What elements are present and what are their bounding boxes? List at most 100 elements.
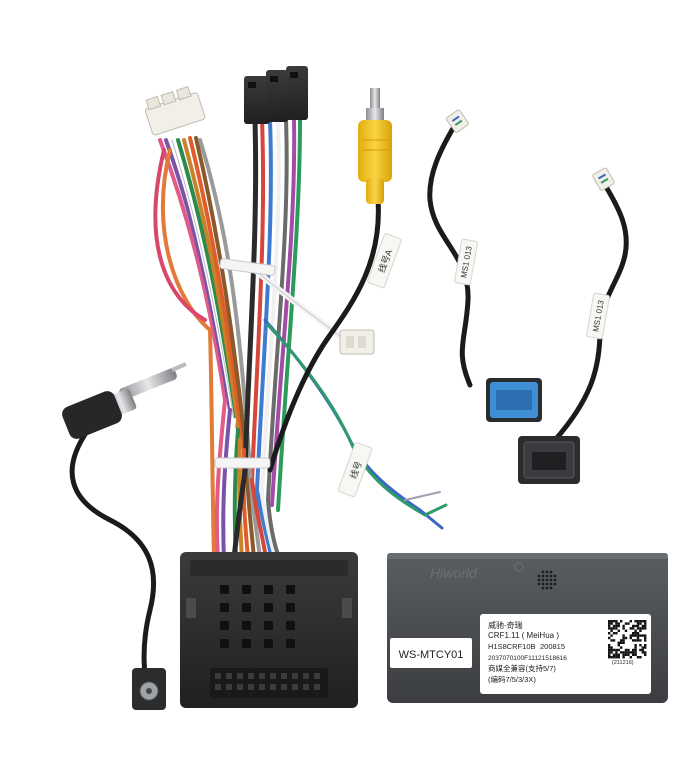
qr-module bbox=[624, 651, 628, 654]
qr-module bbox=[627, 651, 630, 654]
connector-pin bbox=[248, 684, 254, 690]
qr-module bbox=[639, 634, 642, 637]
brand-logo: Hiworld bbox=[430, 565, 478, 581]
qr-module bbox=[634, 620, 637, 623]
connector-pin bbox=[215, 673, 221, 679]
qr-module bbox=[622, 653, 625, 656]
connector-pin bbox=[220, 603, 229, 612]
qr-module bbox=[608, 646, 611, 649]
connector-pin bbox=[220, 621, 229, 630]
qr-module bbox=[636, 656, 640, 659]
sticker-line2: CRF1.11 ( MeiHua ) bbox=[488, 631, 559, 640]
qr-module bbox=[644, 622, 647, 625]
grille-hole bbox=[541, 582, 545, 586]
quadlock-pin-grid bbox=[220, 585, 295, 648]
grille-hole bbox=[541, 578, 545, 582]
qr-module bbox=[632, 648, 635, 652]
qr-module bbox=[622, 639, 625, 642]
qr-module bbox=[639, 627, 642, 630]
qr-module bbox=[636, 624, 640, 628]
qr-module bbox=[627, 622, 630, 625]
qr-module bbox=[617, 644, 620, 647]
model-label-text: WS-MTCY01 bbox=[399, 649, 464, 661]
qr-module bbox=[620, 646, 623, 649]
qr-module bbox=[617, 653, 620, 656]
qr-module bbox=[610, 648, 613, 652]
sticker-line7: (编码7/5/3/3X) bbox=[488, 674, 536, 684]
qr-module bbox=[624, 622, 628, 625]
qr-module bbox=[610, 634, 613, 637]
qr-module bbox=[627, 648, 630, 652]
qr-module bbox=[608, 651, 611, 654]
model-label: WS-MTCY01 bbox=[390, 638, 472, 668]
qr-module bbox=[615, 624, 618, 628]
qr-module bbox=[610, 639, 613, 642]
sticker-line4: 200815 bbox=[540, 642, 565, 651]
wire-harness bbox=[153, 117, 448, 563]
qr-module bbox=[634, 632, 637, 635]
qr-module bbox=[632, 624, 635, 628]
grille-hole bbox=[553, 582, 557, 586]
qr-module bbox=[622, 641, 625, 644]
qr-module bbox=[632, 651, 635, 654]
connector-pin bbox=[226, 684, 232, 690]
connector-pin bbox=[237, 673, 243, 679]
qr-module bbox=[641, 651, 644, 654]
qr-module bbox=[615, 653, 618, 656]
connector-pin bbox=[286, 603, 295, 612]
speaker-grille bbox=[537, 570, 557, 590]
qr-module bbox=[629, 634, 632, 637]
qr-module bbox=[644, 627, 647, 630]
grille-hole bbox=[545, 586, 549, 590]
grille-hole bbox=[545, 574, 549, 578]
grille-hole bbox=[553, 574, 557, 578]
qr-module bbox=[622, 624, 625, 628]
qr-module bbox=[644, 646, 647, 649]
rca-video-connector bbox=[358, 88, 392, 204]
qr-module bbox=[608, 620, 611, 623]
qr-module bbox=[639, 620, 642, 623]
qr-module bbox=[620, 620, 623, 623]
connector-pin bbox=[264, 621, 273, 630]
qr-module bbox=[617, 624, 620, 628]
connector-pin bbox=[286, 621, 295, 630]
qr-module bbox=[608, 627, 611, 630]
connector-pin bbox=[281, 684, 287, 690]
qr-module bbox=[627, 653, 630, 656]
connector-pin bbox=[314, 673, 320, 679]
qr-module bbox=[610, 646, 613, 649]
grille-hole bbox=[541, 570, 545, 574]
qr-module bbox=[641, 627, 644, 630]
qr-module bbox=[636, 639, 640, 642]
qr-module bbox=[641, 624, 644, 628]
cable-tie bbox=[219, 258, 276, 276]
qr-module bbox=[641, 634, 644, 637]
qr-module bbox=[608, 648, 611, 652]
qr-module bbox=[636, 632, 640, 635]
connector-pin bbox=[264, 585, 273, 594]
qr-module bbox=[610, 620, 613, 623]
connector-pin bbox=[242, 639, 251, 648]
connector-pin bbox=[264, 639, 273, 648]
fakra-connector bbox=[132, 668, 166, 710]
connector-pin bbox=[215, 684, 221, 690]
quadlock-pin-row bbox=[215, 673, 320, 690]
qr-module bbox=[612, 639, 616, 642]
rca-cable-tag: 线号A bbox=[367, 233, 402, 289]
qr-module bbox=[615, 622, 618, 625]
qr-caption: (211216) bbox=[612, 660, 634, 666]
blue-plug bbox=[486, 378, 542, 422]
sticker-line1: 威驰-奇瑞 bbox=[488, 620, 523, 630]
qr-module bbox=[612, 627, 616, 630]
qr-module bbox=[641, 646, 644, 649]
connector-pin bbox=[237, 684, 243, 690]
qr-module bbox=[632, 632, 635, 635]
qr-module bbox=[622, 651, 625, 654]
qr-module bbox=[608, 653, 611, 656]
qr-module bbox=[624, 648, 628, 652]
qr-module bbox=[644, 636, 647, 640]
qr-module bbox=[644, 624, 647, 628]
qr-module bbox=[617, 622, 620, 625]
qr-module bbox=[644, 620, 647, 623]
connector-pin bbox=[270, 684, 276, 690]
